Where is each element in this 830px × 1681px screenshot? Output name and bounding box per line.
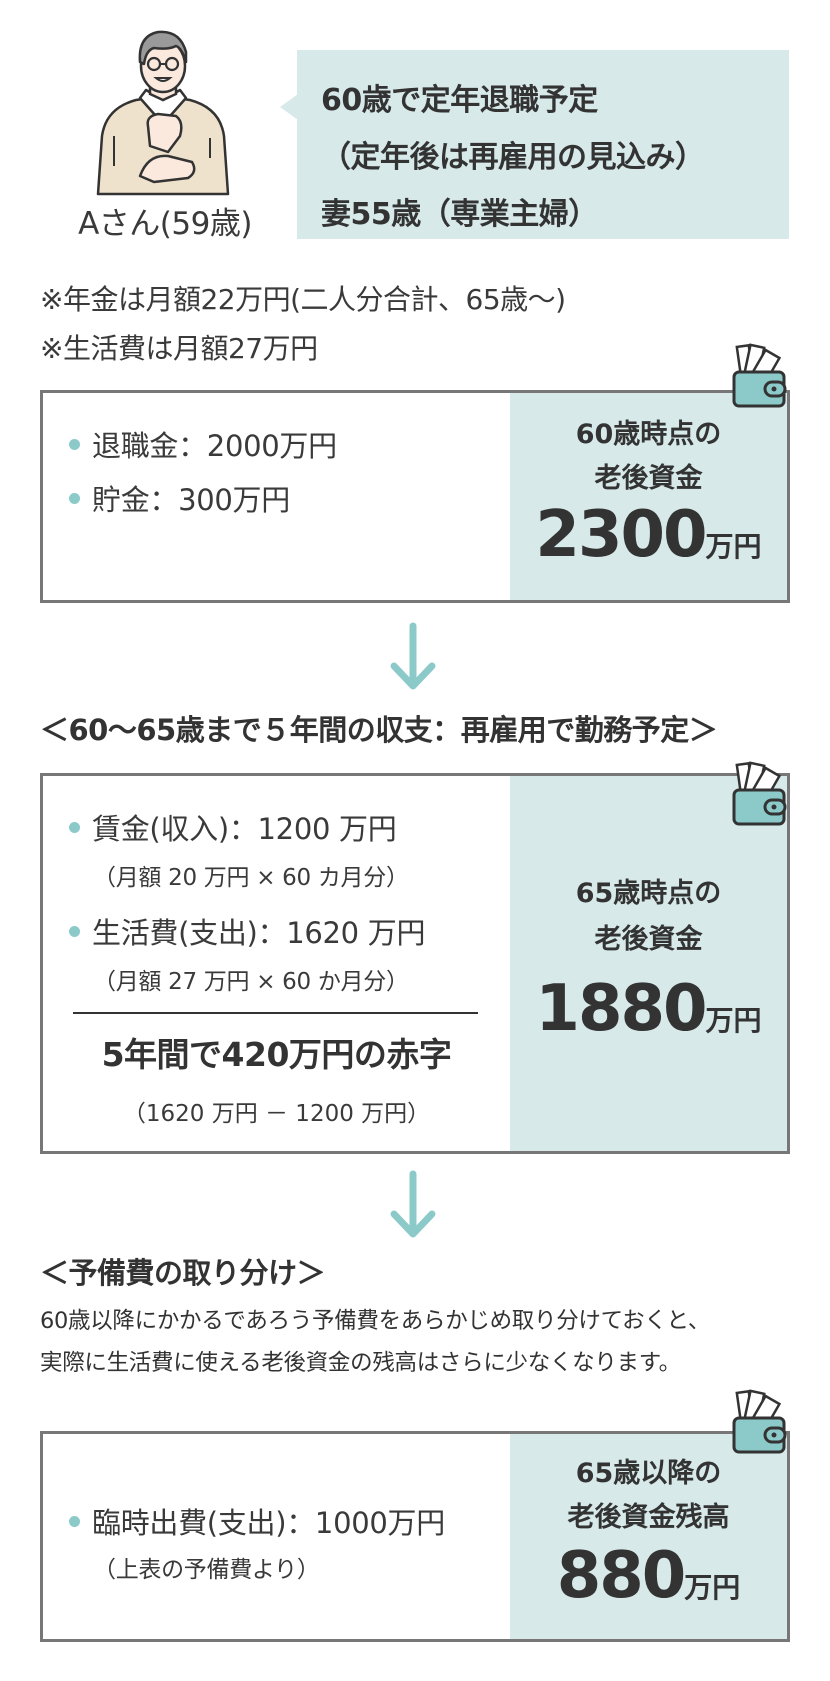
funds-after-65-box: 65歳以降の 老後資金残高 880万円 臨時出費(支出)：1000万円 （上表の… (40, 1431, 790, 1642)
list-item: 退職金：2000万円 (69, 423, 337, 465)
funds-at-65-box: 65歳時点の 老後資金 1880万円 賃金(収入)：1200 万円 （月額 20… (40, 773, 790, 1154)
list-item-subtext: （上表の予備費より） (93, 1557, 320, 1583)
list-item-subtext: （月額 27 万円 × 60 か月分） (93, 969, 409, 995)
funds-at-60-box: 60歳時点の 老後資金 2300万円 退職金：2000万円 貯金：300万円 (40, 390, 790, 603)
list-item-label: 臨時出費(支出)：1000万円 (92, 1506, 445, 1540)
pension-note: ※年金は月額22万円(二人分合計、65歳～) (40, 283, 566, 316)
list-item-subtext: （月額 20 万円 × 60 カ月分） (93, 865, 409, 891)
bullet-dot-icon (69, 492, 80, 504)
amount-unit: 万円 (684, 1571, 741, 1604)
reserve-explanation: 60歳以降にかかるであろう予備費をあらかじめ取り分けておくと、 実際に生活費に使… (40, 1300, 710, 1384)
deficit-summary: 5年間で420万円の赤字 (101, 1035, 452, 1074)
list-item: 賃金(収入)：1200 万円 (69, 806, 397, 848)
deficit-calculation: （1620 万円 － 1200 万円） (122, 1101, 431, 1127)
down-arrow-icon (390, 622, 436, 690)
person-name-label: Aさん(59歳) (78, 206, 252, 242)
list-item: 生活費(支出)：1620 万円 (69, 910, 425, 952)
list-item: 臨時出費(支出)：1000万円 (69, 1500, 445, 1542)
wallet-icon (732, 1389, 787, 1454)
amount-unit: 万円 (705, 530, 762, 563)
panel-label: 老後資金 (594, 924, 703, 955)
paragraph-line: 実際に生活費に使える老後資金の残高はさらに少なくなります。 (40, 1350, 681, 1376)
list-item-label: 退職金：2000万円 (92, 429, 337, 463)
section-heading-reserve: ＜予備費の取り分け＞ (40, 1256, 326, 1290)
living-cost-note: ※生活費は月額27万円 (40, 332, 318, 365)
bullet-dot-icon (69, 821, 80, 833)
bullet-dot-icon (69, 438, 80, 450)
divider-line (73, 1012, 478, 1014)
panel-amount: 1880万円 (510, 972, 787, 1046)
panel-label: 65歳時点の (575, 878, 722, 909)
panel-label: 60歳時点の (575, 419, 722, 450)
list-item: 貯金：300万円 (69, 477, 290, 519)
bullet-dot-icon (69, 925, 80, 937)
amount-value: 2300 (535, 498, 707, 572)
amount-unit: 万円 (705, 1004, 762, 1037)
bubble-line: 妻55歳（専業主婦） (321, 197, 598, 232)
speech-bubble: 60歳で定年退職予定 （定年後は再雇用の見込み） 妻55歳（専業主婦） (297, 50, 789, 239)
bubble-line: 60歳で定年退職予定 (321, 83, 598, 118)
list-item-label: 貯金：300万円 (92, 483, 290, 517)
panel-amount: 880万円 (510, 1539, 787, 1613)
panel-label: 老後資金残高 (567, 1502, 730, 1533)
funds-after-65-panel: 65歳以降の 老後資金残高 880万円 (510, 1434, 787, 1639)
wallet-icon (732, 343, 787, 408)
wallet-icon (732, 761, 787, 826)
list-item-label: 賃金(収入)：1200 万円 (92, 812, 397, 846)
elderly-man-illustration (96, 30, 230, 196)
down-arrow-icon (390, 1170, 436, 1238)
panel-label: 老後資金 (594, 463, 703, 494)
section-heading-income-expense: ＜60～65歳まで５年間の収支：再雇用で勤務予定＞ (40, 713, 718, 747)
amount-value: 1880 (535, 972, 707, 1046)
bubble-line: （定年後は再雇用の見込み） (321, 140, 705, 175)
funds-at-65-panel: 65歳時点の 老後資金 1880万円 (510, 776, 787, 1151)
panel-amount: 2300万円 (510, 498, 787, 572)
funds-at-60-panel: 60歳時点の 老後資金 2300万円 (510, 393, 787, 600)
panel-label: 65歳以降の (575, 1458, 722, 1489)
speech-bubble-tail (280, 94, 298, 120)
paragraph-line: 60歳以降にかかるであろう予備費をあらかじめ取り分けておくと、 (40, 1308, 711, 1334)
amount-value: 880 (556, 1539, 687, 1613)
list-item-label: 生活費(支出)：1620 万円 (92, 916, 426, 950)
bullet-dot-icon (69, 1515, 80, 1527)
